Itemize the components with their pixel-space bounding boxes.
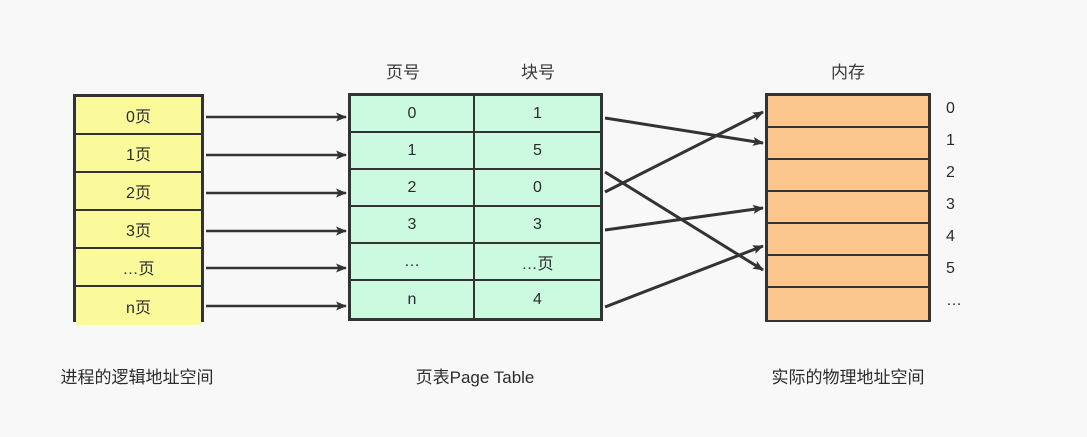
page-table-row: 0 1 [351,96,600,133]
logical-page-label: n页 [126,300,151,317]
block-number-header: 块号 [521,63,555,82]
page-table-row: 1 5 [351,133,600,170]
logical-page-cell: 0页 [76,97,201,135]
memory-frame-label: … [946,292,962,309]
logical-page-label: 3页 [126,223,151,240]
page-number-header: 页号 [386,63,420,82]
page-table: 0 1 1 5 2 0 3 3 … …页 n 4 [348,93,603,321]
memory-frame-label: 3 [946,196,955,213]
memory-frame [768,224,928,256]
page-number-cell: 3 [351,207,475,242]
memory-frame [768,288,928,320]
logical-page-cell: n页 [76,287,201,325]
logical-page-cell: 3页 [76,211,201,249]
logical-page-cell: 1页 [76,135,201,173]
page-table-row: 2 0 [351,170,600,207]
memory-frame [768,192,928,224]
logical-page-label: 2页 [126,185,151,202]
page-number-cell: 0 [351,96,475,131]
caption-logical-address-space: 进程的逻辑地址空间 [60,368,214,387]
arrow-block-3-to-frame-3 [604,204,764,232]
page-table-row: n 4 [351,281,600,318]
block-number-cell: 5 [475,133,600,168]
logical-page-label: 1页 [126,147,151,164]
block-number-cell: 1 [475,96,600,131]
arrow-block-0-to-frame-1 [604,116,764,146]
arrow-block-1-to-frame-5 [604,170,764,272]
block-number-cell: 3 [475,207,600,242]
pagetable-to-memory-arrows [604,110,764,309]
logical-address-space: 0页 1页 2页 3页 …页 n页 [73,94,204,325]
logical-page-label: 0页 [126,109,151,126]
logical-page-cell: 2页 [76,173,201,211]
page-number-cell: 2 [351,170,475,205]
memory-frame-labels: 0 1 2 3 4 5 … [946,93,986,322]
logical-page-cell: …页 [76,249,201,287]
page-number-cell: … [351,244,475,279]
physical-memory [765,93,931,322]
memory-frame-label: 4 [946,228,955,245]
block-number-cell: 0 [475,170,600,205]
memory-frame-label: 1 [946,132,955,149]
caption-physical-address-space: 实际的物理地址空间 [771,368,925,387]
logical-to-pagetable-arrows [206,112,347,311]
memory-frame [768,160,928,192]
memory-frame [768,128,928,160]
logical-page-label: …页 [122,261,155,278]
arrow-block-2-to-frame-0 [604,110,764,194]
memory-header: 内存 [831,63,865,82]
memory-frame [768,256,928,288]
block-number-cell: …页 [475,244,600,279]
page-number-cell: n [351,281,475,318]
caption-page-table: 页表Page Table [415,368,535,387]
memory-frame-label: 0 [946,100,955,117]
memory-frame-label: 5 [946,260,955,277]
memory-frame [768,96,928,128]
page-table-row: 3 3 [351,207,600,244]
page-table-row: … …页 [351,244,600,281]
arrow-block-n-to-frame-4 [604,244,764,309]
page-number-cell: 1 [351,133,475,168]
block-number-cell: 4 [475,281,600,318]
memory-frame-label: 2 [946,164,955,181]
